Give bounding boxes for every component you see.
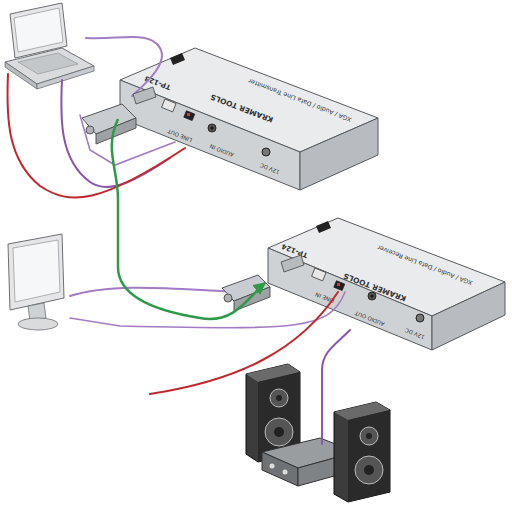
monitor: [8, 234, 64, 330]
box-end-face: [300, 118, 378, 190]
box-end-face: [432, 282, 505, 350]
audio-cable: [150, 292, 338, 394]
speaker-left: [246, 364, 300, 462]
speaker-right: [334, 402, 390, 502]
line-cable: [112, 119, 265, 319]
amplifier: [262, 438, 356, 486]
device-box: TP-124KRAMER TOOLSXGA / Audio / Data Lin…: [265, 215, 510, 353]
audio-cable: [322, 330, 350, 444]
laptop: [5, 3, 94, 89]
box-front-face: [120, 80, 300, 190]
box-outline: [265, 215, 510, 353]
vga-cable: [70, 288, 248, 296]
box-front-face: [268, 248, 432, 350]
device-box: TP-123KRAMER TOOLSXGA / Audio / Data Lin…: [118, 44, 380, 194]
